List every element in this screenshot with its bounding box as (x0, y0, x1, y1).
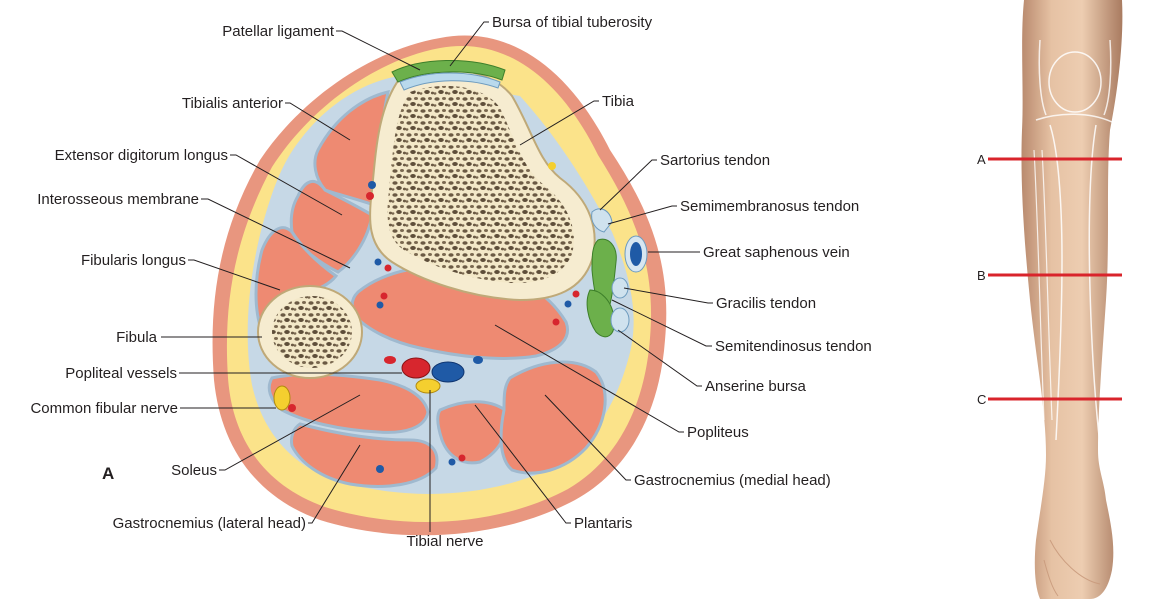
label-popliteal-vessels: Popliteal vessels (65, 365, 177, 382)
label-plantaris: Plantaris (574, 515, 632, 532)
labels: Patellar ligament Bursa of tibial tubero… (30, 14, 871, 550)
label-bursa-tibial-tuberosity: Bursa of tibial tuberosity (492, 14, 653, 31)
label-gastrocnemius-medial: Gastrocnemius (medial head) (634, 472, 831, 489)
label-great-saphenous-vein: Great saphenous vein (703, 244, 850, 261)
fibula-bone (257, 285, 363, 379)
tibia-bone (369, 68, 596, 302)
label-fibula: Fibula (116, 329, 158, 346)
leg-illustration: A B C (977, 0, 1123, 599)
label-anserine-bursa: Anserine bursa (705, 378, 807, 395)
plantaris-muscle (436, 400, 509, 465)
gastrocnemius-medial-muscle (499, 360, 607, 475)
label-extensor-digitorum-longus: Extensor digitorum longus (55, 147, 228, 164)
section-label-a: A (977, 152, 986, 167)
label-gastrocnemius-lateral: Gastrocnemius (lateral head) (113, 515, 306, 532)
patellar-ligament-structure (391, 59, 506, 83)
femur-condyles (1035, 39, 1113, 123)
section-label-b: B (977, 268, 986, 283)
patella-outline (1048, 51, 1102, 113)
section-label-c: C (977, 392, 986, 407)
label-popliteus: Popliteus (687, 424, 749, 441)
label-patellar-ligament: Patellar ligament (222, 23, 335, 40)
tibial-nerve-structure (415, 378, 441, 394)
label-common-fibular-nerve: Common fibular nerve (30, 400, 178, 417)
leader-lines (161, 21, 713, 532)
label-tibial-nerve: Tibial nerve (407, 533, 484, 550)
foot-outline (1043, 539, 1101, 597)
panel-label: A (102, 464, 114, 483)
popliteal-vessels-structure (384, 356, 483, 383)
gastrocnemius-lateral-muscle (290, 422, 439, 488)
label-fibularis-longus: Fibularis longus (81, 252, 186, 269)
label-semimembranosus-tendon: Semimembranosus tendon (680, 198, 859, 215)
label-tibia: Tibia (602, 93, 635, 110)
small-vessels (366, 162, 580, 473)
leg-outline (1021, 0, 1123, 599)
label-soleus: Soleus (171, 462, 217, 479)
label-sartorius-tendon: Sartorius tendon (660, 152, 770, 169)
common-fibular-nerve-structure (273, 385, 296, 412)
medial-tendons (586, 208, 630, 338)
bursa-tibial-tuberosity-structure (399, 72, 501, 91)
label-gracilis-tendon: Gracilis tendon (716, 295, 816, 312)
great-saphenous-vein-structure (624, 235, 648, 273)
label-semitendinosus-tendon: Semitendinosus tendon (715, 338, 872, 355)
label-tibialis-anterior: Tibialis anterior (182, 95, 283, 112)
label-interosseous-membrane: Interosseous membrane (37, 191, 199, 208)
